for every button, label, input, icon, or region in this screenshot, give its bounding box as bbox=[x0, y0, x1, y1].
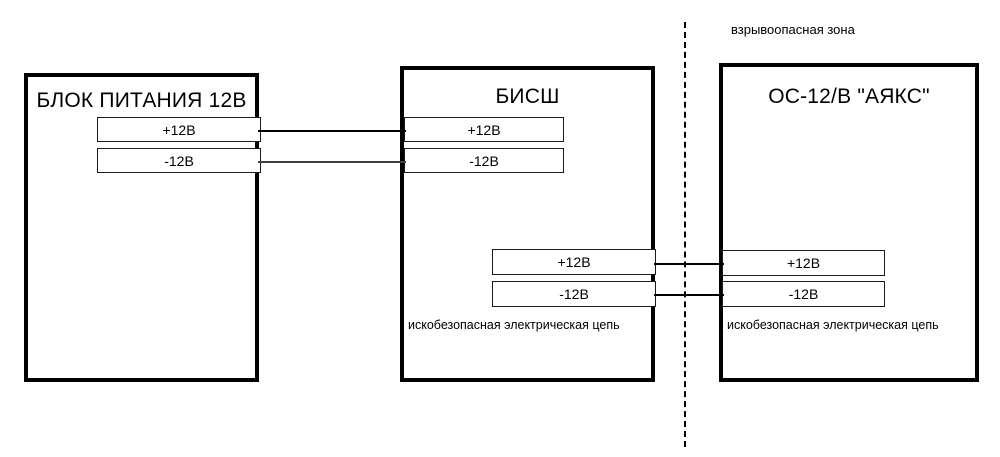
terminal-ayaks-plus12v[interactable]: +12В bbox=[722, 250, 885, 276]
hazardous-zone-label: взрывоопасная зона bbox=[731, 22, 855, 37]
wire-bish-to-ayaks-plus12v bbox=[654, 263, 724, 265]
terminal-label: -12В bbox=[164, 152, 194, 169]
terminal-bish-upper-plus12v[interactable]: +12В bbox=[404, 117, 564, 142]
terminal-bish-lower-plus12v[interactable]: +12В bbox=[492, 249, 656, 275]
terminal-label: +12В bbox=[786, 255, 821, 271]
wire-power-supply-to-bish-plus12v bbox=[258, 130, 406, 132]
terminal-bish-lower-minus12v[interactable]: -12В bbox=[492, 281, 656, 307]
unit-os12v-ayaks-title: ОС-12/В "АЯКС" bbox=[768, 85, 930, 108]
unit-bish-title: БИСШ bbox=[495, 85, 560, 108]
unit-bish: БИСШ искобезопасная электрическая цепь bbox=[400, 66, 655, 382]
unit-os12v-ayaks-caption: искобезопасная электрическая цепь bbox=[727, 318, 939, 332]
terminal-label: +12В bbox=[557, 254, 591, 270]
wire-bish-to-ayaks-minus12v bbox=[654, 294, 724, 296]
terminal-power-supply-plus12v[interactable]: +12В bbox=[97, 117, 261, 142]
wire-power-supply-to-bish-minus12v bbox=[258, 161, 406, 163]
hazardous-zone-divider bbox=[684, 22, 686, 447]
terminal-bish-upper-minus12v[interactable]: -12В bbox=[404, 148, 564, 173]
terminal-label: +12В bbox=[162, 121, 196, 138]
terminal-label: -12В bbox=[559, 286, 589, 302]
terminal-label: -12В bbox=[788, 286, 819, 302]
terminal-ayaks-minus12v[interactable]: -12В bbox=[722, 281, 885, 307]
terminal-label: +12В bbox=[467, 121, 501, 138]
terminal-label: -12В bbox=[469, 152, 499, 169]
unit-bish-caption: искобезопасная электрическая цепь bbox=[408, 318, 620, 332]
terminal-power-supply-minus12v[interactable]: -12В bbox=[97, 148, 261, 173]
unit-os12v-ayaks: ОС-12/В "АЯКС" искобезопасная электричес… bbox=[719, 63, 979, 382]
unit-power-supply-title: БЛОК ПИТАНИЯ 12В bbox=[36, 89, 247, 112]
